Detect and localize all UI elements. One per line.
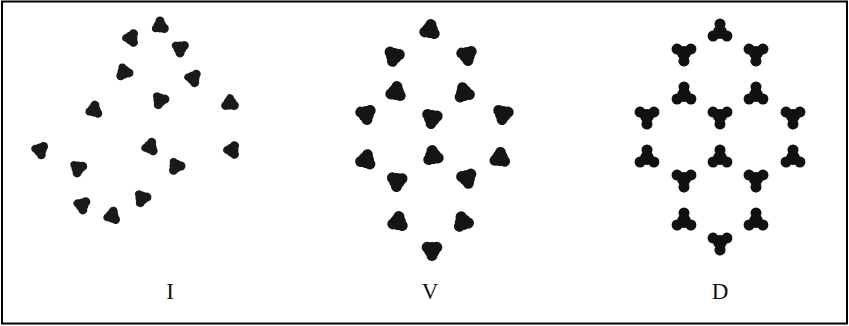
cluster-v <box>353 17 517 263</box>
cluster-i <box>29 17 244 226</box>
panel-label: D <box>712 280 729 303</box>
panel-label: V <box>422 280 439 303</box>
panel-label: I <box>166 280 174 303</box>
cluster-d <box>633 19 811 258</box>
